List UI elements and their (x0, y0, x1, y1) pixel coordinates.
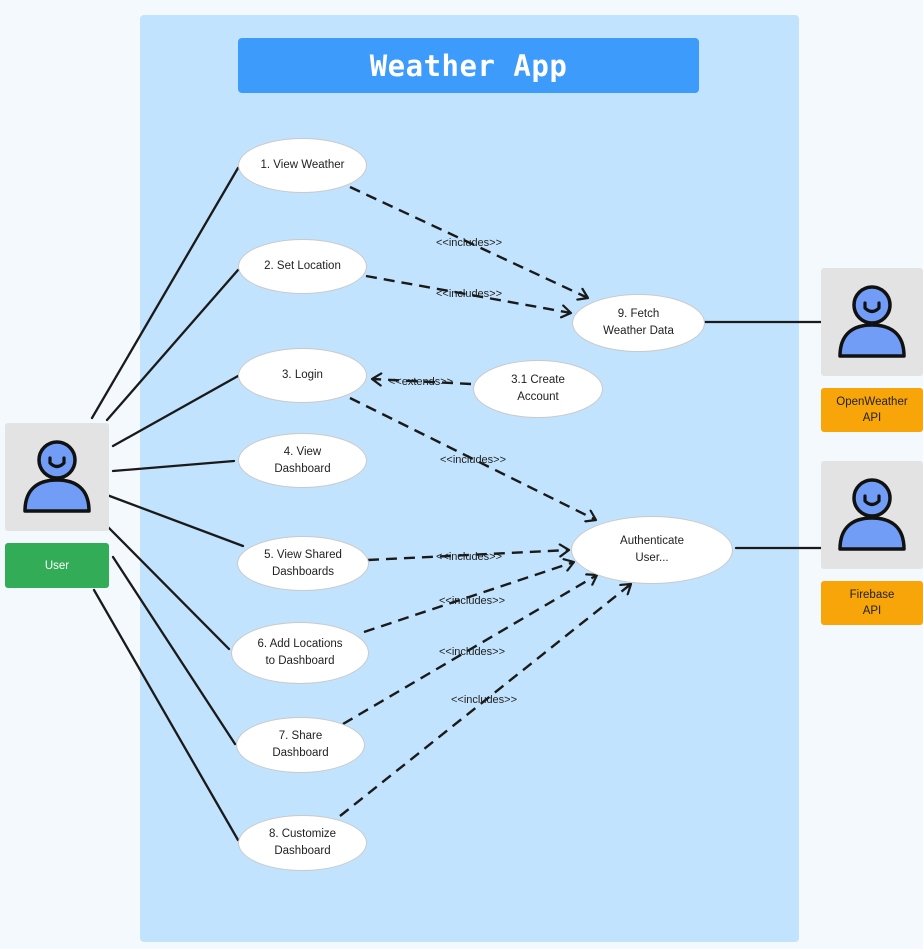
dep-uc1-uc9 (349, 185, 588, 298)
assoc-user-uc2 (105, 268, 240, 422)
assoc-user-uc3 (111, 374, 240, 448)
usecase-share-dashboard[interactable]: 7. Share Dashboard (236, 717, 365, 773)
actor-user[interactable] (5, 423, 109, 531)
assoc-user-uc6 (105, 524, 231, 651)
system-title: Weather App (369, 48, 568, 83)
stereotype-label: <<includes>> (438, 595, 506, 607)
dep-uc31-uc3 (372, 379, 472, 384)
stereotype-label: <<includes>> (435, 551, 503, 563)
assoc-user-uc4 (111, 459, 236, 473)
stereotype-label: <<includes>> (439, 454, 507, 466)
assoc-user-uc1 (90, 166, 240, 420)
usecase-view-shared-dashboards[interactable]: 5. View Shared Dashboards (237, 536, 369, 591)
usecase-view-weather[interactable]: 1. View Weather (238, 138, 367, 193)
dep-uc7-auth (342, 575, 597, 726)
usecase-login[interactable]: 3. Login (238, 348, 367, 403)
dep-uc5-auth (367, 550, 569, 562)
usecase-add-locations-to-dashboard[interactable]: 6. Add Locations to Dashboard (231, 622, 369, 684)
stereotype-label: <<includes>> (435, 237, 503, 249)
person-icon (23, 440, 91, 513)
system-title-bar: Weather App (238, 38, 699, 93)
actor-firebase-api-label: Firebase API (821, 581, 923, 625)
actor-openweather-api[interactable] (821, 268, 923, 376)
person-icon (838, 478, 906, 551)
stereotype-label: <<includes>> (450, 694, 518, 706)
usecase-create-account[interactable]: 3.1 Create Account (473, 360, 603, 418)
actor-user-label: User (5, 543, 109, 588)
actor-firebase-api[interactable] (821, 461, 923, 569)
assoc-user-uc8 (92, 588, 240, 842)
usecase-set-location[interactable]: 2. Set Location (238, 239, 367, 294)
actor-openweather-api-label: OpenWeather API (821, 388, 923, 432)
stereotype-label: <<includes>> (435, 288, 503, 300)
usecase-fetch-weather-data[interactable]: 9. Fetch Weather Data (572, 294, 705, 352)
stereotype-label: <<extends>> (388, 376, 454, 388)
usecase-customize-dashboard[interactable]: 8. Customize Dashboard (238, 815, 367, 871)
usecase-view-dashboard[interactable]: 4. View Dashboard (238, 433, 367, 488)
assoc-user-uc7 (111, 555, 237, 746)
assoc-user-uc5 (105, 493, 245, 548)
dep-uc8-auth (339, 584, 631, 817)
usecase-authenticate-user[interactable]: Authenticate User... (571, 516, 733, 584)
dep-uc6-auth (363, 562, 574, 634)
person-icon (838, 285, 906, 358)
stereotype-label: <<includes>> (438, 646, 506, 658)
dep-uc3-auth (349, 396, 596, 520)
